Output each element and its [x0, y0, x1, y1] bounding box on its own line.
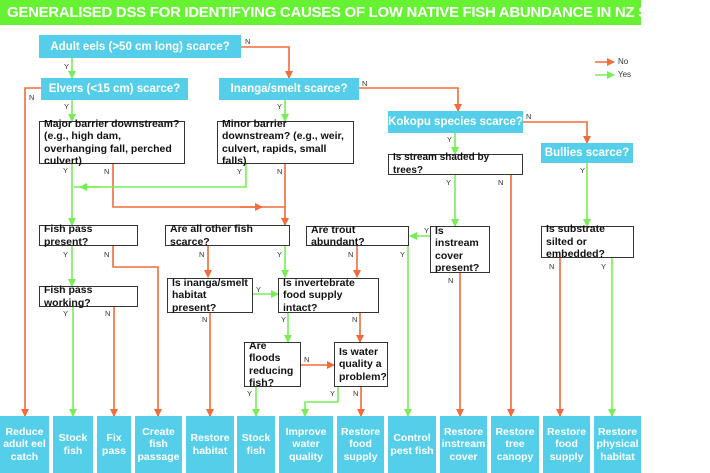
- arrow-major-no: [112, 164, 285, 208]
- label-n: N: [348, 250, 354, 259]
- outcome-improve-water-quality: Improve water quality: [279, 416, 333, 473]
- outcome-restore-food-supply: Restore food supply: [337, 416, 384, 473]
- question-kokopu: Kokopu species scarce?: [388, 111, 523, 133]
- label-y: Y: [247, 389, 253, 398]
- arrow-minor-yes: [74, 164, 247, 188]
- label-y: Y: [277, 250, 283, 259]
- outcome-restore-food-supply-2: Restore food supply: [543, 416, 590, 473]
- label-y: Y: [580, 166, 586, 175]
- outcome-restore-physical-habitat: Restore physical habitat: [594, 416, 641, 473]
- label-y: Y: [277, 102, 283, 111]
- label-n: N: [448, 276, 454, 285]
- question-water-quality: Is water quality a problem?: [334, 342, 388, 387]
- question-trout: Are trout abundant?: [306, 224, 409, 248]
- arrow-elvers-no: [21, 87, 41, 417]
- outcome-stock-fish-2: Stock fish: [237, 416, 275, 473]
- outcome-create-fish-passage: Create fish passage: [135, 416, 182, 473]
- question-fish-pass-present: Fish pass present?: [39, 223, 138, 248]
- question-floods: Are floods reducing fish?: [244, 340, 301, 389]
- label-n: N: [277, 167, 283, 176]
- label-y: Y: [63, 309, 69, 318]
- label-y: Y: [281, 315, 287, 324]
- label-y: Y: [64, 102, 70, 111]
- question-bullies: Bullies scarce?: [541, 143, 633, 163]
- question-substrate: Is substrate silted or embedded?: [541, 223, 634, 260]
- label-n: N: [526, 112, 532, 121]
- label-y: Y: [237, 167, 243, 176]
- question-inanga: Inanga/smelt scarce?: [219, 78, 359, 100]
- question-instream-cover: Is instream cover present?: [430, 225, 490, 274]
- arrow-kokopu-no: [523, 121, 591, 144]
- outcome-fix-pass: Fix pass: [97, 416, 131, 473]
- question-invertebrate: Is invertebrate food supply intact?: [278, 277, 379, 314]
- question-adult-eels: Adult eels (>50 cm long) scarce?: [39, 35, 241, 58]
- label-y: Y: [424, 226, 430, 235]
- label-n: N: [352, 315, 358, 324]
- label-y: Y: [601, 262, 607, 271]
- outcome-restore-tree-canopy: Restore tree canopy: [491, 416, 539, 473]
- arrow-inanga-no: [359, 87, 462, 112]
- label-y: Y: [64, 62, 70, 71]
- label-y: Y: [447, 135, 453, 144]
- outcome-stock-fish: Stock fish: [53, 416, 93, 473]
- label-y: Y: [256, 285, 262, 294]
- legend-no: No: [618, 57, 629, 66]
- label-y: Y: [400, 250, 406, 259]
- label-n: N: [353, 389, 359, 398]
- label-n: N: [199, 250, 205, 259]
- question-inanga-habitat: Is inanga/smelt habitat present?: [167, 277, 253, 314]
- outcome-reduce-adult-eel-catch: Reduce adult eel catch: [0, 416, 49, 473]
- label-n: N: [245, 37, 251, 46]
- arrow-fishpass-present-no: [112, 246, 162, 417]
- label-n: N: [29, 93, 35, 102]
- arrow-adult-eels-no: [241, 46, 293, 79]
- label-y: Y: [330, 389, 336, 398]
- diagram-title: GENERALISED DSS FOR IDENTIFYING CAUSES O…: [0, 0, 710, 25]
- outcome-restore-habitat: Restore habitat: [186, 416, 234, 473]
- question-elvers: Elvers (<15 cm) scarce?: [41, 78, 188, 100]
- question-shaded: Is stream shaded by trees?: [388, 152, 523, 176]
- legend-yes: Yes: [618, 70, 632, 79]
- label-y: Y: [63, 166, 69, 175]
- question-all-other-fish: Are all other fish scarce?: [165, 223, 290, 248]
- arrow-water-yes: [301, 387, 339, 417]
- label-y: Y: [446, 178, 452, 187]
- label-n: N: [104, 167, 110, 176]
- label-y: Y: [63, 250, 69, 259]
- question-fish-pass-working: Fish pass working?: [39, 284, 138, 309]
- label-n: N: [105, 309, 111, 318]
- label-n: N: [104, 250, 110, 259]
- label-n: N: [498, 178, 504, 187]
- label-n: N: [549, 262, 555, 271]
- outcome-restore-instream-cover: Restore instream cover: [440, 416, 487, 473]
- outcome-control-pest-fish: Control pest fish: [388, 416, 436, 473]
- label-n: N: [304, 355, 310, 364]
- label-n: N: [202, 315, 208, 324]
- label-n: N: [362, 79, 368, 88]
- question-minor-barrier: Minor barrier downstream? (e.g., weir, c…: [217, 118, 354, 167]
- question-major-barrier: Major barrier downstream? (e.g., high da…: [39, 118, 185, 167]
